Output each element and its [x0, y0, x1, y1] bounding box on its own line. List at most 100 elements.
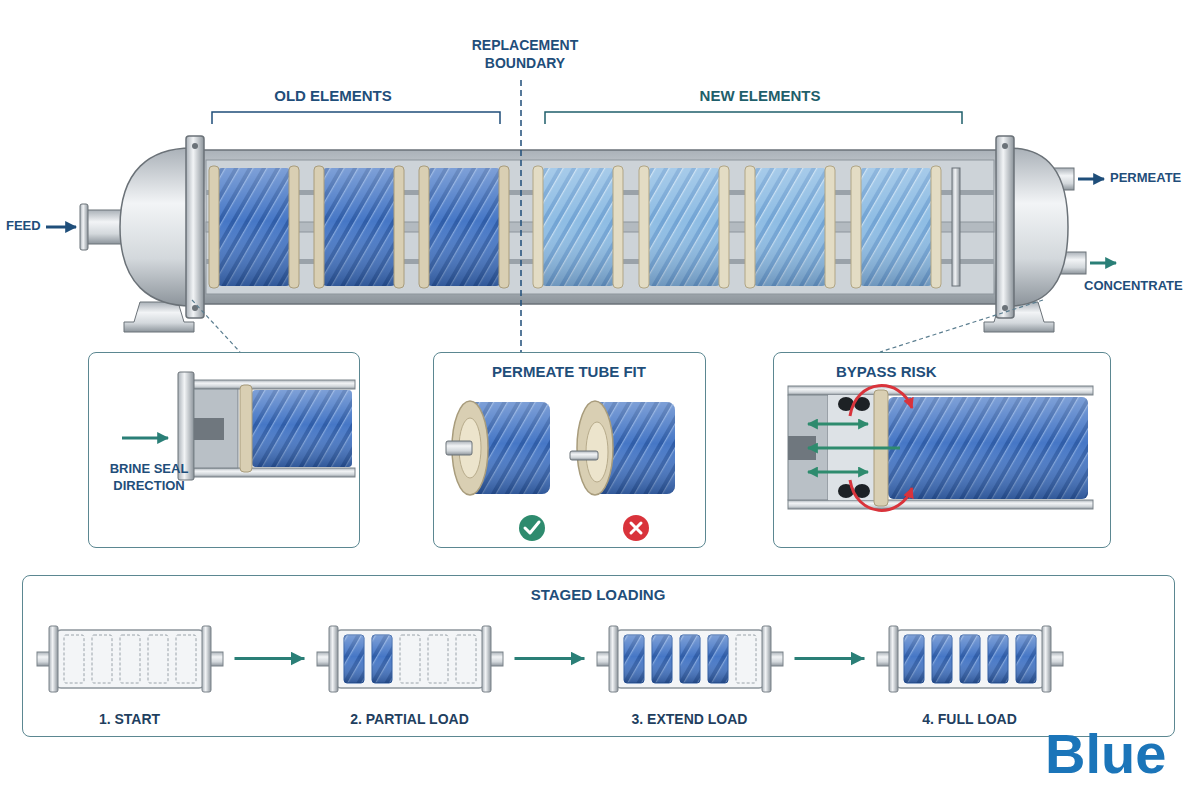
brand-watermark: Blue — [1045, 726, 1195, 782]
node-label: 4. FULL LOAD — [865, 710, 1075, 728]
check-icon — [519, 515, 545, 541]
flow-arrow — [1078, 178, 1104, 181]
node-label: STAGED LOADING — [23, 585, 1173, 605]
vessel-flange — [192, 143, 198, 149]
bypass-detail — [808, 447, 900, 450]
step-vessel — [372, 635, 392, 683]
detail-panel: BRINE SEAL DIRECTION — [88, 352, 360, 548]
replacement-boundary-line — [520, 80, 522, 352]
step-vessel — [428, 635, 448, 683]
pressure-vessel — [984, 302, 1054, 332]
vessel-flange — [186, 136, 1014, 318]
loading-step: 2. PARTIAL LOAD — [305, 612, 515, 734]
cross-icon — [623, 515, 649, 541]
loading-step: 3. EXTEND LOAD — [585, 612, 795, 734]
new-membrane-element — [639, 166, 729, 288]
brine-seal-detail — [122, 437, 168, 440]
pressure-vessel — [1008, 148, 1068, 306]
step-vessel — [932, 635, 952, 683]
flow-arrow — [795, 657, 865, 660]
staged-panel: STAGED LOADING 1. START 2. PARTIAL LOAD 3. … — [22, 575, 1175, 737]
group-bracket — [212, 112, 500, 124]
node-label: BRINE SEAL DIRECTION — [97, 461, 201, 495]
check-icon — [525, 522, 539, 533]
leader-line — [192, 300, 240, 352]
tube-fit-detail — [446, 441, 472, 455]
step-vessel — [37, 626, 223, 692]
bypass-detail — [808, 471, 868, 474]
step-vessel — [456, 635, 476, 683]
bypass-detail — [788, 386, 1093, 511]
flow-arrow — [515, 657, 585, 660]
group-label: NEW ELEMENTS — [680, 86, 840, 106]
cross-icon — [631, 523, 641, 533]
replacement-boundary-line — [521, 80, 522, 352]
node-label: BYPASS RISK — [836, 362, 1006, 382]
step-vessel — [317, 626, 503, 692]
pressure-vessel — [200, 150, 1000, 304]
flow-arrow — [46, 226, 76, 229]
step-vessel — [92, 635, 112, 683]
detail-panel: BYPASS RISK — [773, 352, 1111, 548]
boundary-label: REPLACEMENT BOUNDARY — [450, 36, 600, 72]
brine-seal-detail — [194, 389, 238, 468]
node-label: 2. PARTIAL LOAD — [305, 710, 515, 728]
port-label: CONCENTRATE — [1084, 278, 1198, 295]
bypass-detail — [850, 386, 912, 416]
vessel-flange — [1002, 305, 1008, 311]
flow-arrow — [1090, 262, 1116, 265]
step-vessel — [708, 635, 728, 683]
node-label: 3. EXTEND LOAD — [585, 710, 795, 728]
step-vessel — [37, 626, 1063, 692]
step-vessel — [624, 635, 644, 683]
bypass-detail — [888, 397, 1088, 499]
brine-seal-detail — [252, 390, 352, 467]
new-membrane-element — [533, 166, 941, 288]
brine-seal-detail — [252, 390, 352, 467]
new-membrane-element — [745, 166, 835, 288]
step-vessel — [652, 635, 672, 683]
node-label: 1. START — [25, 710, 235, 728]
connector-layer — [235, 658, 865, 659]
step-vessel — [597, 626, 783, 692]
bypass-detail — [808, 423, 868, 426]
leader-line — [880, 300, 1043, 352]
pressure-vessel — [120, 148, 192, 306]
tube-fit-detail — [577, 401, 613, 495]
new-membrane-element — [851, 166, 941, 288]
step-vessel — [344, 635, 364, 683]
port-label: PERMEATE — [1110, 170, 1198, 187]
tube-fit-detail — [570, 451, 598, 460]
pressure-vessel — [80, 204, 88, 250]
step-vessel — [904, 635, 924, 683]
pressure-vessel — [80, 148, 1086, 332]
vessel-flange — [952, 168, 960, 286]
step-vessel — [680, 635, 700, 683]
loading-step: 4. FULL LOAD — [865, 612, 1075, 734]
vessel-flange — [996, 136, 1014, 318]
pressure-vessel — [124, 302, 194, 332]
group-bracket — [545, 112, 962, 124]
cross-icon — [623, 515, 649, 541]
bypass-detail — [788, 500, 1093, 509]
old-membrane-element — [314, 166, 404, 288]
node-label: PERMEATE TUBE FIT — [434, 362, 704, 382]
flow-arrow — [235, 657, 305, 660]
step-vessel — [988, 635, 1008, 683]
flow-arrow — [46, 179, 1116, 263]
old-membrane-element — [209, 166, 299, 288]
old-membrane-element — [419, 166, 509, 288]
step-vessel — [400, 635, 420, 683]
port-label: FEED — [6, 218, 50, 235]
step-vessel — [176, 635, 196, 683]
old-membrane-element — [209, 166, 509, 288]
step-vessel — [148, 635, 168, 683]
pressure-vessel — [206, 160, 994, 294]
vessel-flange — [186, 136, 204, 318]
step-vessel — [877, 626, 1063, 692]
